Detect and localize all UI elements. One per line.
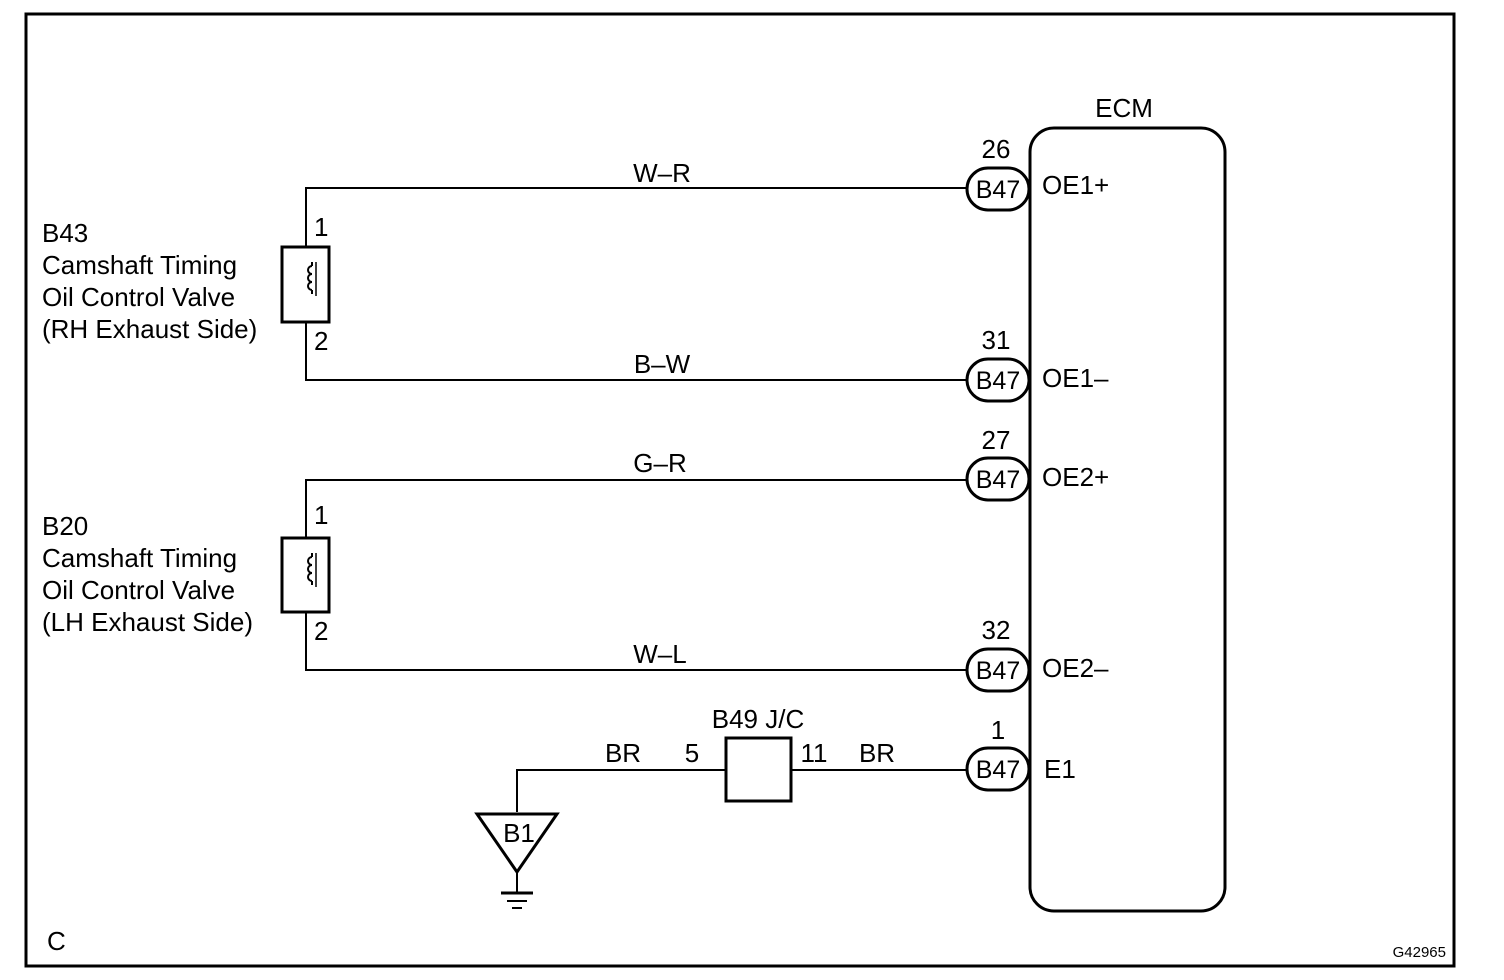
wire-w2-color: B–W (634, 349, 691, 379)
junction-pin-right: 11 (801, 738, 828, 768)
terminal-oe1-minus: OE1– (1042, 363, 1109, 393)
connector-w1-label: B47 (976, 176, 1020, 204)
ecm-title: ECM (1095, 93, 1153, 123)
valve-lh-pin-top: 1 (314, 500, 328, 530)
wire-w4 (305, 612, 968, 671)
diagram-frame (24, 12, 1456, 968)
wire-w3 (305, 479, 968, 538)
connector-w4-pin: 32 (982, 615, 1011, 645)
junction-label: B49 J/C (712, 704, 805, 734)
terminal-oe2-plus: OE2+ (1042, 462, 1109, 492)
wire-w1 (305, 187, 968, 247)
connector-w1-pin: 26 (982, 134, 1011, 164)
connector-w3-pin: 27 (982, 425, 1011, 455)
figure-id: G42965 (1393, 944, 1446, 961)
connector-w3-label: B47 (976, 466, 1020, 494)
ground-point-icon (474, 812, 560, 875)
connector-w4: 32 B47 OE2– (965, 615, 1109, 693)
terminal-e1: E1 (1044, 754, 1076, 784)
connector-w2-label: B47 (976, 367, 1020, 395)
wire-w3-color: G–R (633, 448, 686, 478)
valve-lh-name-line2: Oil Control Valve (42, 575, 235, 605)
wire-w4-color: W–L (633, 639, 686, 669)
valve-rh-code: B43 (42, 218, 88, 248)
junction-box (724, 736, 793, 803)
connector-w5-label: B47 (976, 756, 1020, 784)
wire-br-left (516, 769, 726, 812)
terminal-oe2-minus: OE2– (1042, 653, 1109, 683)
valve-lh-name-line3: (LH Exhaust Side) (42, 607, 253, 637)
connector-w2: 31 B47 OE1– (965, 325, 1109, 403)
junction-pin-left: 5 (685, 738, 699, 768)
section-letter: C (47, 926, 66, 956)
connector-w1: 26 B47 OE1+ (965, 134, 1109, 212)
ground-icon (501, 891, 533, 909)
valve-lh-pin-bottom: 2 (314, 616, 328, 646)
connector-w5: 1 B47 E1 (965, 715, 1076, 792)
valve-rh-name-line3: (RH Exhaust Side) (42, 314, 257, 344)
valve-rh-name-line1: Camshaft Timing (42, 250, 237, 280)
valve-lh-code: B20 (42, 511, 88, 541)
valve-rh-coil-icon (307, 262, 313, 294)
valve-lh-box (280, 536, 331, 614)
connector-w5-pin: 1 (991, 715, 1005, 745)
connector-w3: 27 B47 OE2+ (965, 425, 1109, 502)
connector-w4-label: B47 (976, 657, 1020, 685)
wire-br-right-color: BR (859, 738, 895, 768)
valve-lh-coil-icon (307, 553, 313, 585)
valve-rh-pin-top: 1 (314, 212, 328, 242)
valve-rh-pin-bottom: 2 (314, 326, 328, 356)
wire-w2 (305, 322, 968, 381)
ecm-block (1028, 126, 1227, 913)
ground-label: B1 (503, 818, 535, 848)
valve-rh-box (280, 245, 331, 324)
valve-rh-name-line2: Oil Control Valve (42, 282, 235, 312)
wire-w1-color: W–R (633, 158, 691, 188)
wire-br-left-color: BR (605, 738, 641, 768)
terminal-oe1-plus: OE1+ (1042, 170, 1109, 200)
connector-w2-pin: 31 (982, 325, 1011, 355)
valve-lh-name-line1: Camshaft Timing (42, 543, 237, 573)
